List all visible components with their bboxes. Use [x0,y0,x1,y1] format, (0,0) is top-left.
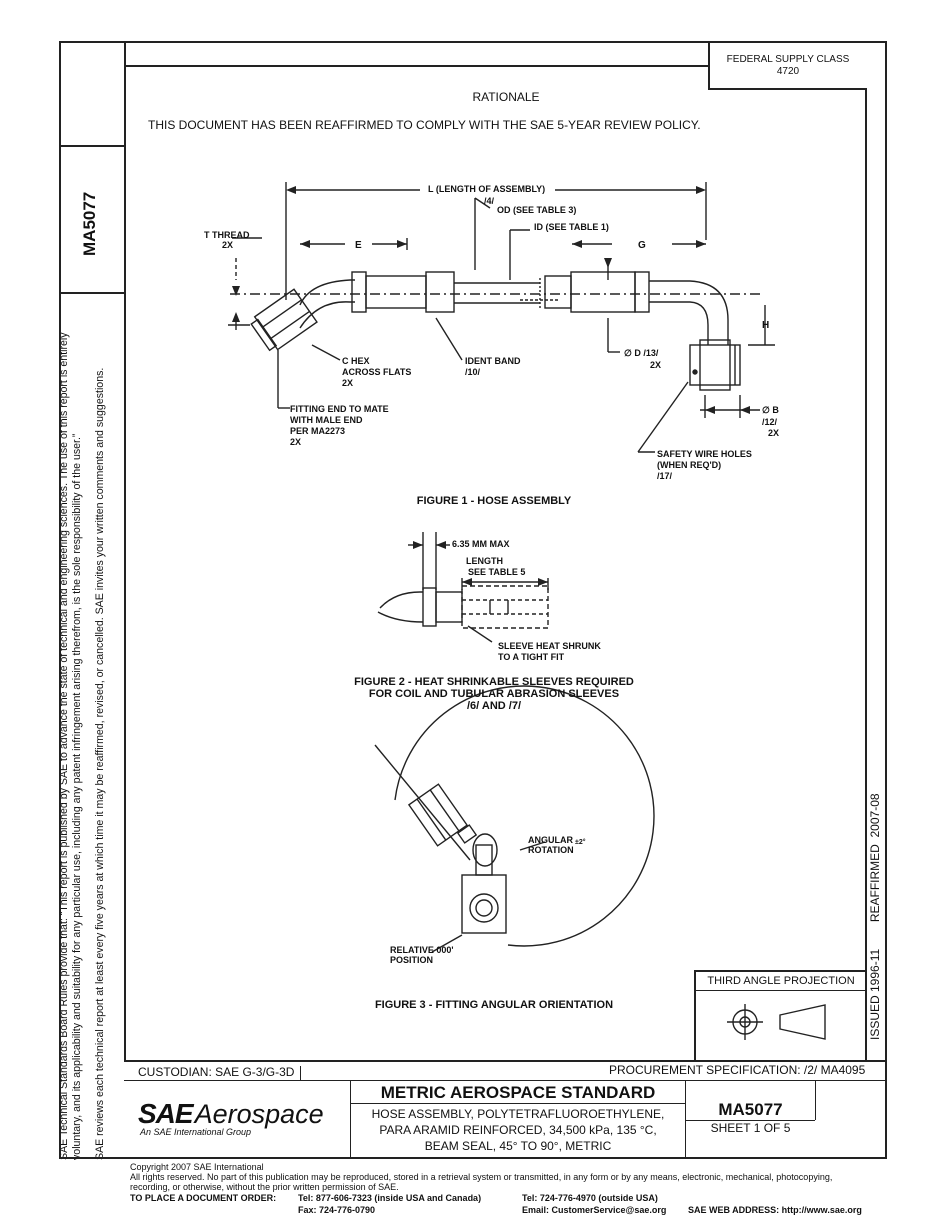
title-description: HOSE ASSEMBLY, POLYTETRAFLUOROETHYLENE, … [351,1106,685,1154]
sae-logo-tagline: An SAE International Group [140,1127,252,1137]
procurement: PROCUREMENT SPECIFICATION: /2/ MA4095 [609,1063,866,1077]
label-safety-1: SAFETY WIRE HOLES [657,449,752,459]
sae-logo: SAEAerospace An SAE International Group [138,1098,324,1137]
label-length-note: /4/ [484,196,495,206]
label-c-hex: C HEX [342,356,370,366]
sae-logo-mark: SAE [138,1098,194,1129]
left-column-divider [124,41,126,1061]
label-safety-2: (WHEN REQ'D) [657,460,722,470]
sheet-number: SHEET 1 OF 5 [710,1121,791,1135]
footer-rights-1: All rights reserved. No part of this pub… [130,1172,833,1182]
footer-fax: Fax: 724-776-0790 [298,1205,376,1215]
label-ident-band: IDENT BAND [465,356,521,366]
figure3-caption: FIGURE 3 - FITTING ANGULAR ORIENTATION [374,999,614,1011]
label-length2: LENGTH [466,556,503,566]
footer-web[interactable]: SAE WEB ADDRESS: http://www.sae.org [688,1205,862,1215]
title-block-top [124,1060,887,1062]
logo-divider [350,1080,351,1159]
figure2-caption-3: /6/ AND /7/ [467,700,521,712]
third-angle-symbol [727,1004,826,1040]
sae-logo-aerospace: Aerospace [194,1099,324,1129]
federal-supply-number: 4720 [776,66,800,77]
custodian: CUSTODIAN: SAE G-3/G-3D [138,1065,295,1079]
standard-title: METRIC AEROSPACE STANDARD [380,1083,656,1102]
label-e: E [355,240,362,251]
federal-supply-class: FEDERAL SUPPLY CLASS 4720 [708,43,866,90]
label-t-thread-qty: 2X [222,240,234,250]
figure3-drawing [374,685,655,953]
number-divider [685,1080,686,1159]
label-id: ID (SEE TABLE 1) [534,222,609,232]
figure2-caption-1: FIGURE 2 - HEAT SHRINKABLE SLEEVES REQUI… [354,676,634,688]
side-box-top [59,145,126,147]
title-desc-1: HOSE ASSEMBLY, POLYTETRAFLUOROETHYLENE, [371,1107,665,1121]
label-fitting-end-3: PER MA2273 [290,426,346,436]
label-fitting-end-2: WITH MALE END [290,415,363,425]
figure1-caption: FIGURE 1 - HOSE ASSEMBLY [416,495,572,507]
issue-info: ISSUED 1996-11 REAFFIRMED 2007-08 [868,793,882,1040]
doc-number: MA5077 [718,1100,783,1119]
footer-rights-2: recording, or otherwise, without the pri… [130,1182,399,1192]
label-d-qty: 2X [650,360,662,370]
footer-tel-2: Tel: 724-776-4970 (outside USA) [522,1193,658,1203]
label-relative-1: RELATIVE 000' [390,945,454,955]
title-desc-3: BEAM SEAL, 45° TO 90°, METRIC [424,1139,612,1153]
label-b: ∅ B [762,405,779,415]
label-length: L (LENGTH OF ASSEMBLY) [428,184,546,194]
label-g: G [638,240,646,251]
label-ident-note: /10/ [465,367,481,377]
label-h: H [762,320,770,331]
label-sleeve-1: SLEEVE HEAT SHRUNK [498,641,601,651]
title-desc-2: PARA ARAMID REINFORCED, 34,500 kPa, 135 … [379,1123,657,1137]
label-d: ∅ D /13/ [624,348,659,358]
number-right-divider [815,1080,816,1120]
label-fitting-end-qty: 2X [290,437,302,447]
label-sleeve-2: TO A TIGHT FIT [498,652,565,662]
standard-divider [350,1103,685,1104]
label-angular-2: ROTATION [528,845,574,855]
label-fitting-end-1: FITTING END TO MATE [290,404,389,414]
label-t-thread: T THREAD [204,230,250,240]
figure2-drawing [377,532,549,643]
label-max: 6.35 MM MAX [452,539,510,549]
third-angle-label: THIRD ANGLE PROJECTION [696,972,866,991]
third-angle-box: THIRD ANGLE PROJECTION [694,970,866,1061]
label-b-qty: 2X [768,428,780,438]
rationale-text: THIS DOCUMENT HAS BEEN REAFFIRMED TO COM… [148,118,701,132]
rationale-heading: RATIONALE [472,90,540,104]
header-rule [124,65,708,67]
footer-copyright: Copyright 2007 SAE International [130,1162,264,1172]
custodian-divider [300,1066,301,1080]
footer-tel-1: Tel: 877-606-7323 (inside USA and Canada… [298,1193,482,1203]
federal-supply-label: FEDERAL SUPPLY CLASS [726,54,850,65]
label-od: OD (SEE TABLE 3) [497,205,577,215]
footer-order-label: TO PLACE A DOCUMENT ORDER: [130,1193,277,1203]
footer-email[interactable]: Email: CustomerService@sae.org [522,1205,667,1215]
figure2-caption-2: FOR COIL AND TUBULAR ABRASION SLEEVES [368,688,620,700]
label-across-flats: ACROSS FLATS [342,367,412,377]
number-bottom-divider [685,1120,815,1121]
label-tolerance: ±2° [575,839,586,846]
title-block-divider [124,1080,887,1081]
right-column-divider [865,88,867,1061]
page-frame [59,41,887,1159]
label-safety-note: /17/ [657,471,673,481]
label-relative-2: POSITION [390,955,434,965]
side-box-bottom [59,292,126,294]
label-see-table: SEE TABLE 5 [468,567,526,577]
label-angular-1: ANGULAR [528,835,573,845]
label-b-note: /12/ [762,417,778,427]
label-c-hex-qty: 2X [342,378,354,388]
